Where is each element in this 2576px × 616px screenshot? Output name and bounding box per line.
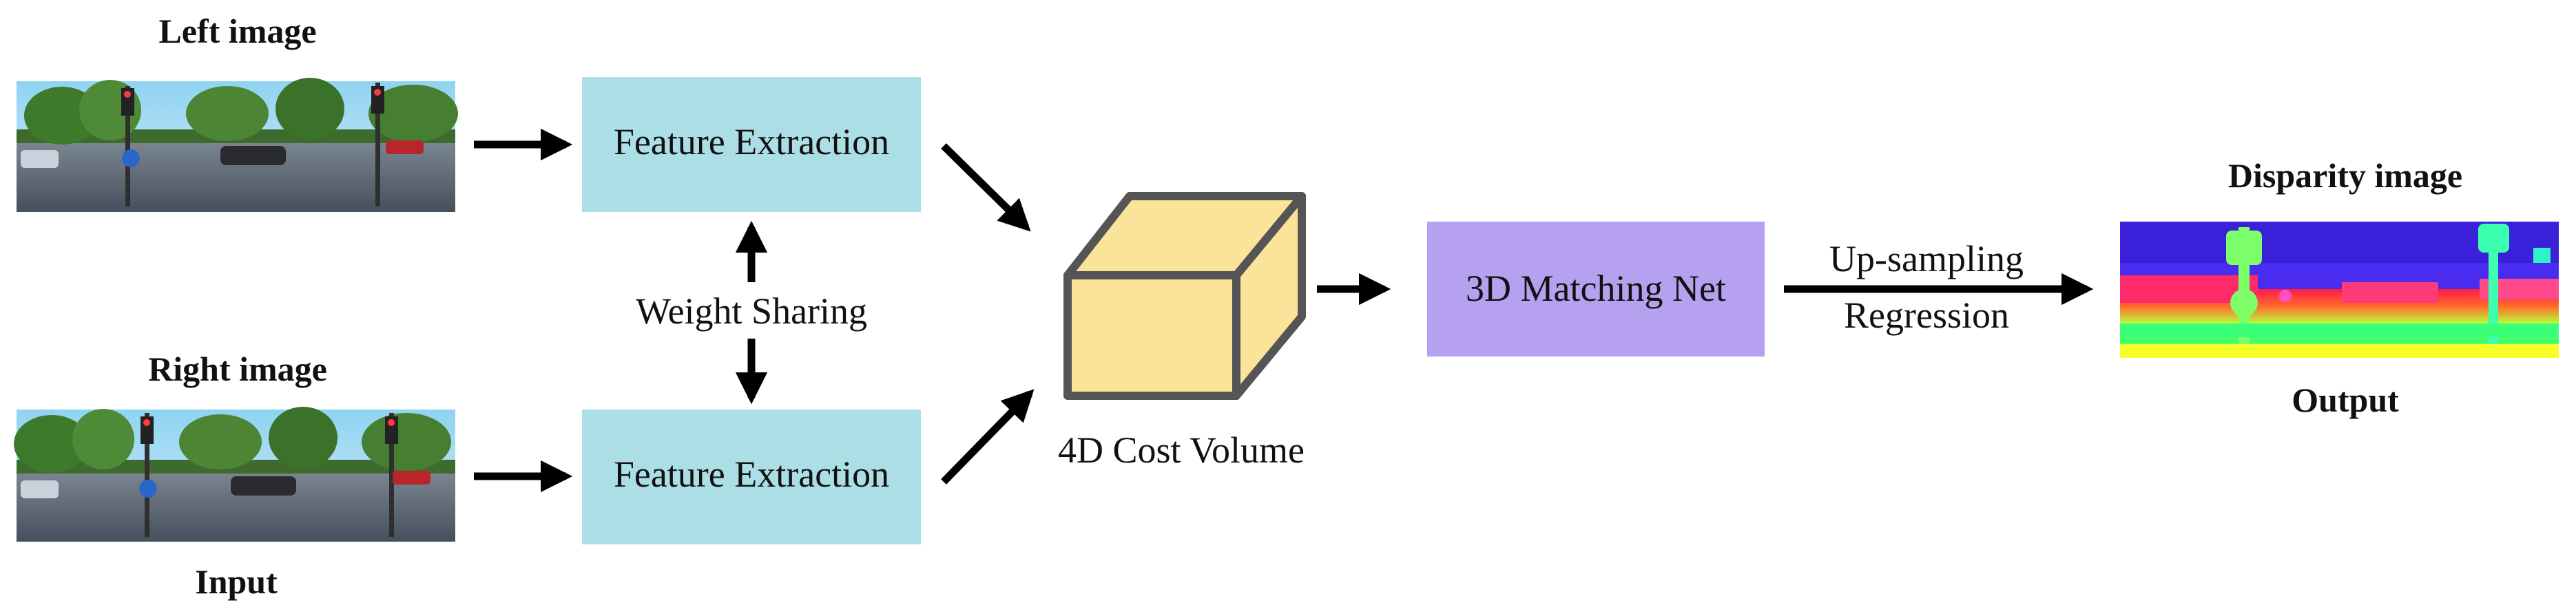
disparity-image-label: Disparity image	[2228, 156, 2462, 195]
feature-extraction-box-top	[582, 77, 921, 212]
matching-net-label: 3D Matching Net	[1466, 268, 1726, 309]
input-label: Input	[195, 562, 278, 601]
cost-volume-label: 4D Cost Volume	[1058, 429, 1305, 471]
right-image-label: Right image	[148, 350, 327, 388]
upsampling-label: Up-sampling	[1829, 238, 2024, 279]
feature-extraction-top-label: Feature Extraction	[614, 121, 889, 162]
feature-extraction-box-bottom	[582, 410, 921, 544]
left-image-label: Left image	[158, 12, 316, 50]
feature-extraction-bottom-label: Feature Extraction	[614, 454, 889, 495]
arrow-feature-top-to-cost-volume	[941, 143, 1031, 232]
cost-volume-cube-icon	[1063, 192, 1306, 400]
right-street-photo	[14, 407, 455, 542]
matching-net-box	[1427, 222, 1765, 357]
output-label: Output	[2292, 381, 2399, 419]
weight-sharing-label: Weight Sharing	[636, 290, 867, 332]
left-street-photo	[17, 78, 458, 212]
regression-label: Regression	[1844, 295, 2009, 336]
arrow-feature-bottom-to-cost-volume	[941, 389, 1035, 485]
disparity-map-image	[2120, 222, 2559, 358]
